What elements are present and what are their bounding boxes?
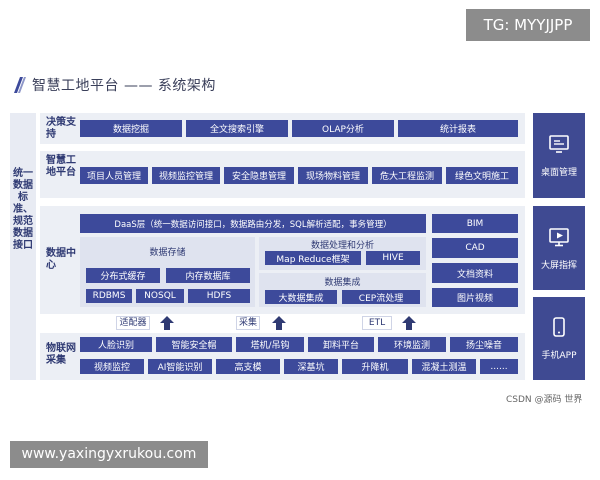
storage-item: RDBMS <box>86 289 132 303</box>
up-arrow-icon <box>160 316 174 330</box>
standard-interface-sidebar: 统一数据标准、规范数据接口 <box>10 113 36 380</box>
iot-item: 混凝土测温 <box>412 359 476 374</box>
processing-item: HIVE <box>366 251 420 265</box>
collect-label: 采集 <box>236 316 260 330</box>
processing-item: Map Reduce框架 <box>265 251 361 265</box>
right-panel-label: 大屏指挥 <box>540 260 577 271</box>
platform-item: 危大工程监测 <box>372 167 442 184</box>
diagram-title-area: 智慧工地平台 —— 系统架构 <box>14 74 216 96</box>
desktop-management-box: 桌面管理 <box>533 113 585 198</box>
up-arrow-icon <box>272 316 286 330</box>
data-processing-title: 数据处理和分析 <box>310 241 374 251</box>
data-integration-title: 数据集成 <box>324 278 361 288</box>
decision-item: 统计报表 <box>398 120 518 137</box>
iot-item: 人脸识别 <box>80 337 152 352</box>
storage-item: 分布式缓存 <box>86 268 160 283</box>
iot-item: 塔机/吊钩 <box>236 337 304 352</box>
mobile-app-box: 手机APP <box>533 297 585 380</box>
decision-row-label: 决策支持 <box>46 117 76 140</box>
storage-item: NOSQL <box>136 289 184 303</box>
integration-item: CEP流处理 <box>342 290 420 304</box>
datacenter-side-item: CAD <box>432 238 518 258</box>
platform-item: 视频监控管理 <box>152 167 220 184</box>
platform-row-label: 智慧工地平台 <box>46 155 76 178</box>
iot-item: 卸料平台 <box>308 337 374 352</box>
big-screen-icon <box>549 227 569 246</box>
iot-row-label: 物联网采集 <box>46 343 76 366</box>
datacenter-row-label: 数据中心 <box>46 248 76 271</box>
platform-item: 现场物料管理 <box>298 167 368 184</box>
datacenter-side-item: BIM <box>432 214 518 233</box>
decision-item: 全文搜索引擎 <box>186 120 288 137</box>
daas-layer: DaaS层（统一数据访问接口，数据路由分发，SQL解析适配，事务管理） <box>80 214 426 233</box>
mobile-phone-icon <box>553 317 565 337</box>
decision-item: 数据挖掘 <box>80 120 182 137</box>
platform-item: 绿色文明施工 <box>446 167 518 184</box>
sidebar-label: 统一数据标准、规范数据接口 <box>13 168 33 251</box>
diagram-title: 智慧工地平台 —— 系统架构 <box>32 78 216 94</box>
storage-item: HDFS <box>188 289 250 303</box>
platform-item: 项目人员管理 <box>80 167 148 184</box>
iot-item: 扬尘噪音 <box>450 337 518 352</box>
iot-item: 深基坑 <box>284 359 338 374</box>
iot-item: 环境监测 <box>378 337 446 352</box>
storage-item: 内存数据库 <box>166 268 250 283</box>
iot-item: 高支模 <box>216 359 280 374</box>
integration-item: 大数据集成 <box>265 290 337 304</box>
iot-item: 升降机 <box>342 359 408 374</box>
url-watermark: www.yaxingyxrukou.com <box>10 441 208 468</box>
iot-item: 智能安全帽 <box>156 337 232 352</box>
iot-item: ...... <box>480 359 518 374</box>
iot-item: AI智能识别 <box>148 359 212 374</box>
slash-mark-icon <box>14 77 26 93</box>
datacenter-side-item: 图片视频 <box>432 288 518 307</box>
csdn-credit: CSDN @源码 世界 <box>506 395 583 405</box>
desktop-icon <box>549 135 569 153</box>
big-screen-command-box: 大屏指挥 <box>533 206 585 290</box>
adapter-label: 适配器 <box>116 316 150 330</box>
data-storage-title: 数据存储 <box>149 248 186 258</box>
etl-label: ETL <box>362 316 392 330</box>
platform-item: 安全隐患管理 <box>224 167 294 184</box>
iot-item: 视频监控 <box>80 359 144 374</box>
right-panel-label: 手机APP <box>541 351 577 361</box>
telegram-watermark: TG: MYYJJPP <box>466 9 590 41</box>
datacenter-side-item: 文档资料 <box>432 263 518 283</box>
right-panel-label: 桌面管理 <box>540 168 577 178</box>
up-arrow-icon <box>402 316 416 330</box>
decision-item: OLAP分析 <box>292 120 394 137</box>
